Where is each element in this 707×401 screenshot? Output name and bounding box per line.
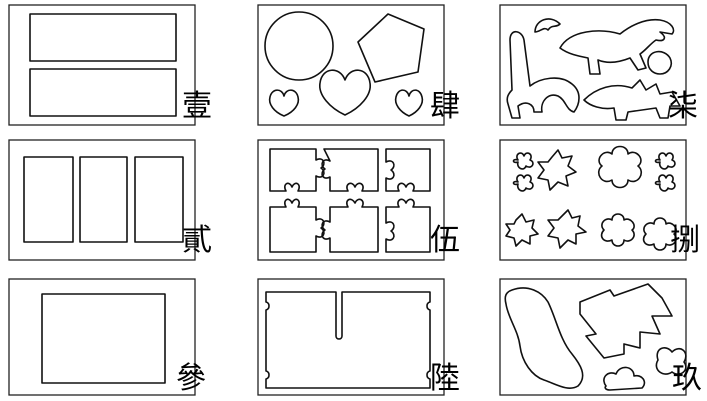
panel-6: [257, 278, 445, 396]
puzzle-piece: [321, 148, 379, 192]
pentagon-shape: [357, 13, 425, 83]
brontosaurus-dinosaur: [506, 30, 580, 119]
dinosaur-egg-left: [534, 18, 561, 33]
flower-medium: [600, 213, 635, 247]
dinosaur-egg-right: [647, 50, 673, 75]
heart-small-right: [394, 89, 424, 117]
flower-large: [597, 145, 643, 189]
puzzle-piece: [321, 198, 379, 253]
rect-left: [23, 156, 74, 243]
heart-small-left: [268, 89, 300, 117]
slotted-board: [265, 291, 431, 389]
flower-small: [654, 152, 676, 170]
rect-right: [134, 156, 184, 243]
flower-small: [654, 174, 676, 192]
panel-label-3: 參: [176, 361, 206, 396]
panel-label-7: 柒: [668, 89, 698, 124]
flower-medium: [642, 217, 677, 251]
panel-4: [257, 4, 445, 126]
rect-middle: [79, 156, 128, 243]
rect-top: [29, 13, 177, 62]
panel-3: [8, 278, 196, 396]
panel-label-8: 捌: [670, 223, 700, 258]
cherry-blossom-small: [547, 209, 587, 249]
puzzle-piece: [385, 148, 431, 192]
panel-2: [8, 139, 196, 261]
panel-9: [499, 278, 687, 396]
puzzle-piece: [385, 198, 431, 253]
panel-8: [499, 139, 687, 261]
panel-5: [257, 139, 445, 261]
circle-shape: [264, 11, 334, 81]
panel-label-4: 肆: [430, 89, 460, 124]
panel-label-1: 壹: [182, 89, 212, 124]
panel-label-6: 陸: [430, 361, 460, 396]
panel-label-9: 玖: [672, 361, 702, 396]
island-map-shape: [504, 287, 584, 389]
rect-single: [41, 293, 166, 384]
panel-1: [8, 4, 196, 126]
heart-large: [319, 69, 371, 116]
cherry-blossom-small: [505, 213, 539, 247]
stegosaurus-dinosaur: [583, 79, 681, 121]
cloud-shape-small: [655, 347, 687, 375]
puzzle-piece: [269, 148, 325, 192]
cloud-shape-bottom: [603, 366, 646, 391]
panel-label-2: 貳: [182, 223, 212, 258]
rect-bottom: [29, 68, 177, 117]
flower-small: [512, 152, 534, 170]
cherry-blossom-large: [537, 149, 577, 191]
panel-label-5: 伍: [430, 223, 460, 258]
panel-7: [499, 4, 687, 126]
pine-tree-shape: [579, 283, 673, 359]
puzzle-piece: [269, 198, 325, 253]
flower-small: [512, 174, 534, 192]
trex-dinosaur: [559, 18, 675, 75]
